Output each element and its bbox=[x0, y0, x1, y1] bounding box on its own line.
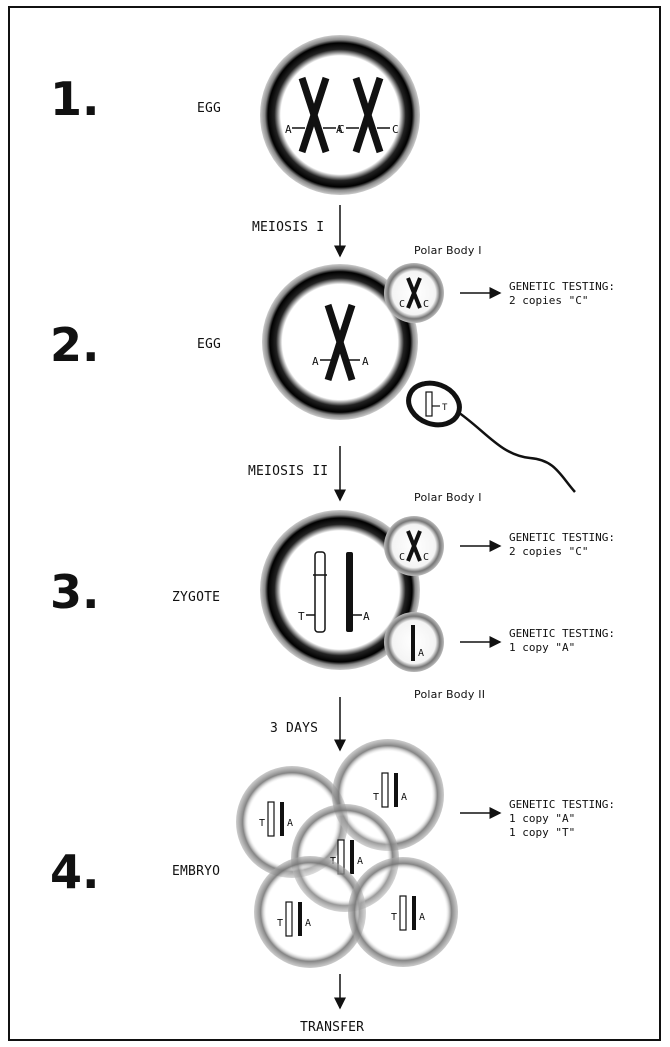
chromosome-pair-a bbox=[292, 76, 336, 154]
genetic-test-step3-pb1: GENETIC TESTING: 2 copies "C" bbox=[509, 531, 615, 559]
diagram-frame bbox=[8, 6, 661, 1041]
sperm-cell: T bbox=[406, 380, 576, 493]
allele-c: C bbox=[338, 123, 345, 136]
allele-c: C bbox=[399, 552, 405, 563]
genetic-test-line: 2 copies "C" bbox=[509, 545, 589, 558]
allele-a: A bbox=[287, 818, 293, 829]
allele-a: A bbox=[312, 355, 319, 368]
allele-a: A bbox=[401, 792, 407, 803]
genetic-test-title: GENETIC TESTING: bbox=[509, 531, 615, 544]
allele-t: T bbox=[442, 403, 448, 413]
allele-a: A bbox=[285, 123, 292, 136]
genetic-test-step3-pb2: GENETIC TESTING: 1 copy "A" bbox=[509, 627, 615, 655]
polar-body-1-label-step3: Polar Body I bbox=[414, 491, 482, 504]
step-3-label: ZYGOTE bbox=[172, 590, 221, 605]
allele-a: A bbox=[418, 648, 424, 659]
polar-body-2-step-3: A bbox=[384, 612, 444, 672]
allele-a: A bbox=[362, 355, 369, 368]
polar-body-1-step-3: C C bbox=[384, 516, 444, 576]
egg-step-1: A A C C bbox=[260, 35, 420, 195]
allele-t: T bbox=[373, 792, 379, 803]
step-4-number: 4. bbox=[50, 845, 100, 899]
allele-c: C bbox=[399, 299, 405, 310]
allele-t: T bbox=[298, 610, 305, 623]
allele-c: C bbox=[423, 299, 429, 310]
allele-a: A bbox=[357, 856, 363, 867]
allele-a: A bbox=[305, 918, 311, 929]
allele-c: C bbox=[392, 123, 399, 136]
step-4-label: EMBRYO bbox=[172, 864, 221, 879]
genetic-test-step2: GENETIC TESTING: 2 copies "C" bbox=[509, 280, 615, 308]
genetic-test-line: 1 copy "A" bbox=[509, 641, 576, 654]
genetic-test-step4: GENETIC TESTING: 1 copy "A" 1 copy "T" bbox=[509, 798, 615, 840]
transition-meiosis-1: MEIOSIS I bbox=[252, 220, 325, 235]
chromosome-pair-c bbox=[346, 76, 390, 154]
transition-meiosis-2: MEIOSIS II bbox=[248, 464, 329, 479]
zygote-step-3: T A bbox=[260, 510, 420, 670]
egg-step-2: A A bbox=[262, 264, 418, 420]
step-1-number: 1. bbox=[50, 72, 100, 126]
genetic-test-title: GENETIC TESTING: bbox=[509, 798, 615, 811]
genetic-test-title: GENETIC TESTING: bbox=[509, 280, 615, 293]
step-2-number: 2. bbox=[50, 318, 100, 372]
allele-c: C bbox=[423, 552, 429, 563]
genetic-test-line: 1 copy "A" bbox=[509, 812, 576, 825]
genetic-test-line: 1 copy "T" bbox=[509, 826, 576, 839]
polar-body-2-label-step3: Polar Body II bbox=[414, 688, 486, 701]
genetic-test-line: 2 copies "C" bbox=[509, 294, 589, 307]
step-1-label: EGG bbox=[197, 101, 222, 116]
allele-a: A bbox=[363, 610, 370, 623]
step-2-label: EGG bbox=[197, 337, 222, 352]
allele-a: A bbox=[336, 123, 343, 136]
polar-body-1-label-step2: Polar Body I bbox=[414, 244, 482, 257]
polar-body-1-step-2: C C bbox=[384, 263, 444, 323]
step-3-number: 3. bbox=[50, 565, 100, 619]
transition-3-days: 3 DAYS bbox=[270, 721, 319, 736]
embryo-cell: T A bbox=[348, 857, 458, 967]
allele-t: T bbox=[391, 912, 397, 923]
allele-t: T bbox=[259, 818, 265, 829]
embryo-cell: T A bbox=[254, 856, 366, 968]
transition-transfer: TRANSFER bbox=[300, 1020, 365, 1035]
allele-a: A bbox=[419, 912, 425, 923]
allele-t: T bbox=[277, 918, 283, 929]
genetic-test-title: GENETIC TESTING: bbox=[509, 627, 615, 640]
embryo-step-4: T A T A T A T A T A bbox=[236, 739, 458, 968]
